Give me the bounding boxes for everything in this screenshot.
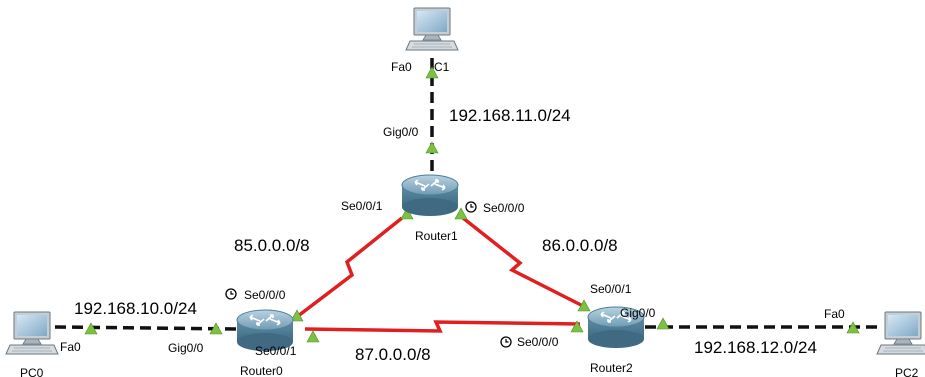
network-label: 192.168.12.0/24: [694, 338, 817, 357]
interface-label: Se0/0/1: [255, 344, 297, 358]
router-icon: [401, 174, 459, 217]
interface-label: Fa0: [391, 60, 412, 74]
interface-label: Se0/0/1: [341, 199, 383, 213]
link-up-indicator: [306, 330, 320, 343]
pc-icon: [405, 7, 459, 51]
interface-label: Se0/0/1: [590, 282, 632, 296]
link-router0-router2: [304, 320, 581, 333]
router0-name: Router0: [240, 364, 283, 377]
network-label: 86.0.0.0/8: [542, 236, 618, 255]
network-label: 87.0.0.0/8: [355, 345, 431, 364]
interface-label: Se0/0/0: [517, 335, 559, 349]
router1-device[interactable]: [401, 174, 459, 217]
interface-label: Gig0/0: [383, 125, 419, 139]
link-up-indicator: [425, 141, 439, 154]
pc1-name: C1: [434, 60, 450, 74]
router2-name: Router2: [590, 361, 633, 375]
pc0-name: PC0: [20, 366, 44, 377]
router1-name: Router1: [415, 229, 458, 243]
pc2-name: PC2: [895, 366, 919, 377]
interface-label: Se0/0/0: [483, 201, 525, 215]
link-up-indicator: [454, 207, 468, 220]
pc1-device[interactable]: [405, 7, 459, 51]
pc-icon: [876, 311, 925, 355]
network-label: 85.0.0.0/8: [234, 236, 310, 255]
interface-label: Se0/0/0: [244, 288, 286, 302]
pc0-device[interactable]: [5, 311, 59, 355]
pc2-device[interactable]: [876, 311, 925, 355]
network-label: 192.168.10.0/24: [74, 299, 197, 318]
clock-icon: [500, 336, 512, 348]
clock-icon: [465, 201, 477, 213]
link-router1-router2: [461, 216, 584, 308]
link-router0-router1: [296, 216, 404, 318]
network-label: 192.168.11.0/24: [449, 106, 571, 125]
link-pc0-router0: [54, 325, 239, 331]
interface-label: Gig0/0: [620, 306, 656, 320]
interface-label: Fa0: [824, 307, 845, 321]
clock-icon: [225, 288, 237, 300]
link-up-indicator: [656, 317, 670, 330]
interface-label: Gig0/0: [168, 341, 204, 355]
pc-icon: [5, 311, 59, 355]
interface-label: Fa0: [60, 340, 81, 354]
